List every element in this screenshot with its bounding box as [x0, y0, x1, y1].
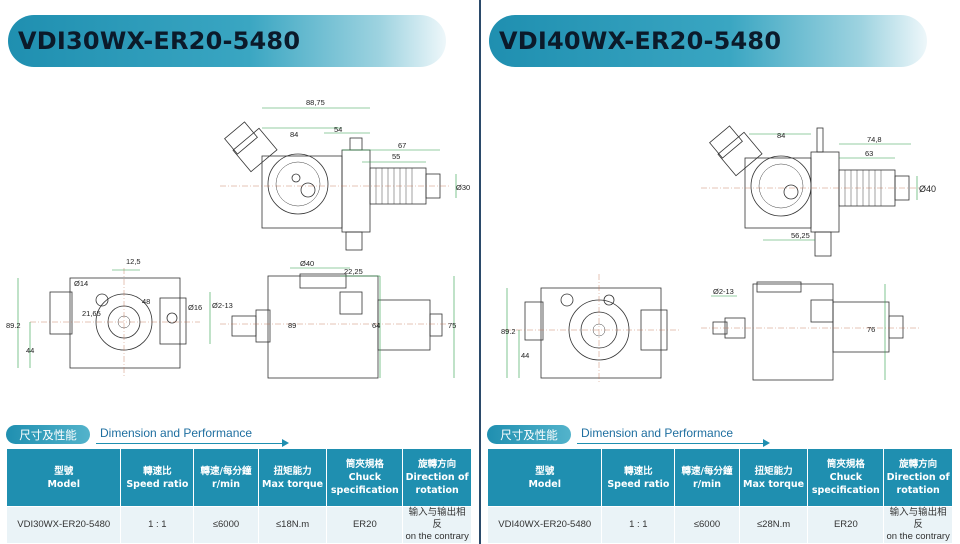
dim-75: 75	[448, 321, 456, 330]
dim-76: 76	[867, 325, 875, 334]
side-view: Ø2-13 76	[701, 281, 921, 381]
technical-drawing: 84 74,8 63 Ø40 56,25 89.2 44	[481, 78, 960, 418]
technical-drawing: 88,75 84 54 67 55 Ø30	[0, 78, 480, 418]
front-view: 12,5 Ø14 48 21,65 89.2 44 Ø16	[6, 257, 202, 378]
cell-model: VDI40WX-ER20-5480	[486, 506, 603, 544]
dim-44: 44	[521, 351, 529, 360]
product-title: VDI40WX-ER20-5480	[499, 27, 782, 55]
dim-44: 44	[26, 346, 34, 355]
dim-22-25: 22,25	[344, 267, 363, 276]
drawing-svg: 88,75 84 54 67 55 Ø30	[6, 98, 470, 379]
section-subtitle: Dimension and Performance	[100, 426, 253, 440]
dim-d2-13: Ø2-13	[212, 301, 233, 310]
dim-d40: Ø40	[300, 259, 314, 268]
table-row: VDI40WX-ER20-5480 1 : 1 ≤6000 ≤28N.m ER2…	[486, 506, 953, 544]
section-underline	[577, 443, 767, 444]
dim-21-65: 21,65	[82, 309, 101, 318]
dim-74-8: 74,8	[867, 135, 882, 144]
top-view: 88,75 84 54 67 55 Ø30	[220, 98, 470, 251]
dim-84: 84	[290, 130, 298, 139]
dim-d16: Ø16	[188, 303, 202, 312]
dim-67: 67	[398, 141, 406, 150]
dim-d30: Ø30	[456, 183, 470, 192]
section-tag: 尺寸及性能	[487, 425, 571, 444]
cell-torque: ≤28N.m	[738, 506, 809, 544]
product-title-bar: VDI30WX-ER20-5480	[8, 15, 446, 67]
dim-63: 63	[865, 149, 873, 158]
cell-chuck: ER20	[326, 506, 404, 544]
cell-ratio: 1 : 1	[120, 506, 195, 544]
product-panel-vdi40: VDI40WX-ER20-5480	[481, 0, 960, 544]
product-panel-vdi30: VDI30WX-ER20-5480	[0, 15, 480, 544]
side-view: Ø40 22,25 Ø2-13 89 64 75	[209, 259, 456, 379]
dim-48: 48	[142, 297, 150, 306]
dim-55: 55	[392, 152, 400, 161]
section-header: 尺寸及性能 Dimension and Performance	[6, 425, 296, 447]
dim-64: 64	[372, 321, 380, 330]
product-title-bar: VDI40WX-ER20-5480	[489, 15, 927, 67]
dim-84: 84	[777, 131, 785, 140]
arrow-right-icon	[282, 439, 289, 447]
dim-d14: Ø14	[74, 279, 88, 288]
cell-model: VDI30WX-ER20-5480	[5, 506, 122, 544]
dim-56-25: 56,25	[791, 231, 810, 240]
table-row: VDI30WX-ER20-5480 1 : 1 ≤6000 ≤18N.m ER2…	[5, 506, 472, 544]
dim-12-5: 12,5	[126, 257, 141, 266]
cell-ratio: 1 : 1	[601, 506, 676, 544]
product-title: VDI30WX-ER20-5480	[18, 27, 301, 55]
drawing-svg: 84 74,8 63 Ø40 56,25 89.2 44	[501, 125, 936, 384]
dim-88-75: 88,75	[306, 98, 325, 107]
panel-divider	[479, 0, 481, 544]
cell-torque: ≤18N.m	[257, 506, 328, 544]
top-view: 84 74,8 63 Ø40 56,25	[701, 125, 936, 257]
cell-rpm: ≤6000	[674, 506, 740, 544]
section-header: 尺寸及性能 Dimension and Performance	[487, 425, 777, 447]
section-subtitle: Dimension and Performance	[581, 426, 734, 440]
section-underline	[96, 443, 286, 444]
dim-d2-13: Ø2-13	[713, 287, 734, 296]
front-view: 89.2 44	[501, 274, 681, 384]
dim-89: 89	[288, 321, 296, 330]
dim-d40: Ø40	[919, 184, 936, 194]
dim-54: 54	[334, 125, 342, 134]
cell-rpm: ≤6000	[193, 506, 259, 544]
arrow-right-icon	[763, 439, 770, 447]
section-tag: 尺寸及性能	[6, 425, 90, 444]
dim-89-2: 89.2	[501, 327, 516, 336]
cell-chuck: ER20	[807, 506, 885, 544]
dim-89-2: 89.2	[6, 321, 21, 330]
